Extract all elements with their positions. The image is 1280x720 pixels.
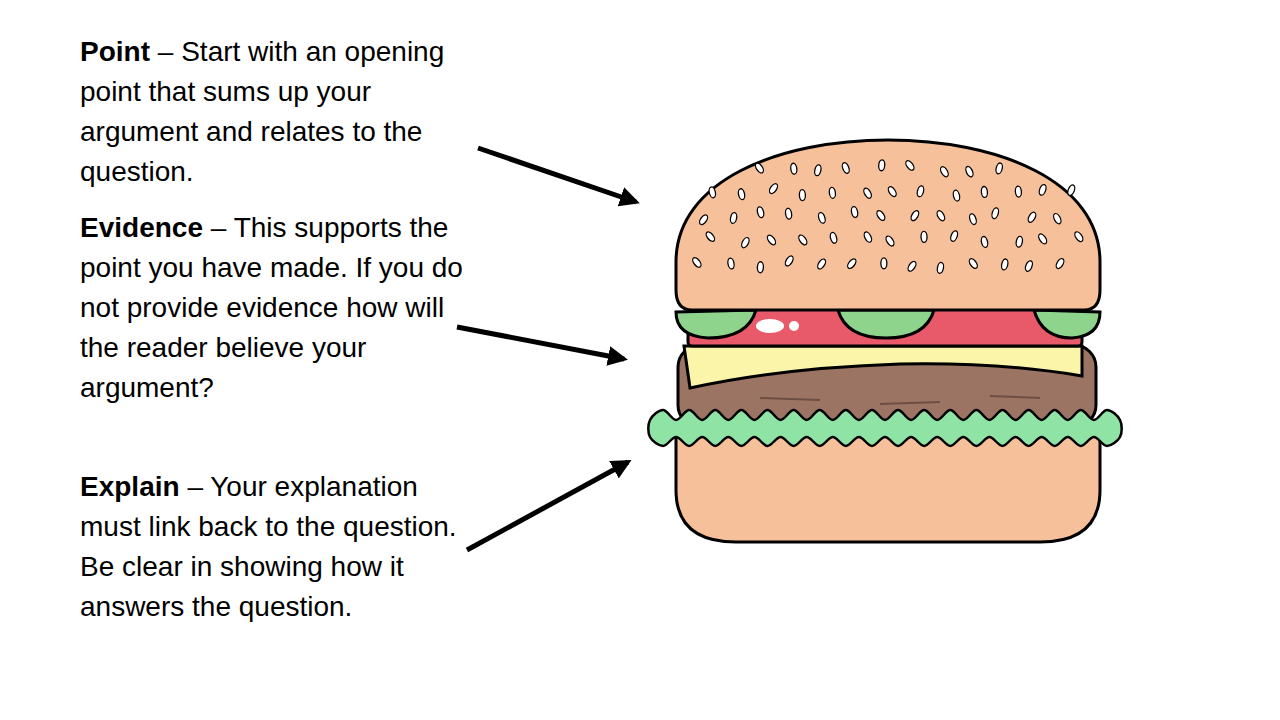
sesame-seed — [829, 232, 838, 244]
top-bun — [676, 140, 1100, 310]
sesame-seeds — [691, 159, 1084, 274]
leader-arrow — [467, 462, 628, 550]
sesame-seed — [1067, 184, 1077, 196]
sesame-seed — [939, 165, 950, 178]
sesame-seed — [784, 255, 795, 268]
sesame-seed — [816, 258, 827, 271]
sesame-seed — [730, 212, 738, 224]
sesame-seed — [964, 165, 974, 178]
leader-arrow — [457, 327, 624, 359]
cucumber-slice — [676, 310, 756, 338]
sesame-seed — [968, 213, 977, 225]
section-heading: Explain — [80, 471, 180, 502]
tomato-shine — [789, 321, 799, 331]
sesame-seed — [907, 260, 918, 272]
sesame-seed — [698, 214, 709, 226]
section-heading: Evidence — [80, 212, 203, 243]
sesame-seed — [991, 207, 1000, 219]
sesame-seed — [754, 162, 765, 174]
sesame-seed — [740, 236, 750, 249]
tomato-shine — [756, 319, 784, 333]
sesame-seed — [1055, 257, 1066, 270]
sesame-seed — [981, 186, 988, 197]
sesame-seed — [1038, 184, 1047, 196]
sesame-seed — [1027, 211, 1038, 224]
lettuce — [648, 410, 1121, 446]
sesame-seed — [737, 188, 745, 200]
cheese — [684, 346, 1082, 388]
section-heading: Point — [80, 36, 150, 67]
sesame-seed — [851, 206, 859, 218]
sesame-seed — [1001, 258, 1009, 270]
sesame-seed — [841, 162, 851, 174]
sesame-seed — [968, 257, 979, 269]
sesame-seed — [878, 160, 885, 171]
sesame-seed — [936, 209, 947, 222]
sesame-seed — [829, 187, 836, 199]
cucumber-slice — [1034, 310, 1100, 338]
sesame-seed — [904, 159, 915, 171]
sesame-seed — [952, 190, 960, 202]
sesame-seed — [980, 236, 988, 248]
patty-texture — [760, 396, 1040, 404]
sesame-seed — [887, 185, 898, 197]
sesame-seed — [790, 163, 797, 175]
sesame-seed — [881, 258, 887, 269]
sesame-seed — [756, 206, 765, 218]
sesame-seed — [1015, 186, 1022, 197]
sesame-seed — [797, 234, 808, 246]
sesame-seed — [884, 235, 895, 247]
sesame-seed — [936, 262, 944, 274]
sesame-seed — [705, 230, 717, 242]
text-block: Evidence– This supports the point you ha… — [80, 208, 475, 408]
text-block: Point– Start with an opening point that … — [80, 32, 475, 192]
sesame-seed — [863, 231, 873, 244]
sesame-seed — [691, 256, 702, 268]
sesame-seed — [910, 209, 921, 222]
sesame-seed — [862, 187, 873, 200]
sesame-seed — [766, 234, 777, 246]
sesame-seed — [727, 258, 735, 270]
sesame-seed — [708, 186, 716, 198]
sesame-seed — [949, 230, 958, 242]
sesame-seed — [817, 212, 826, 224]
sesame-seed — [1052, 212, 1062, 225]
sesame-seed — [785, 208, 793, 220]
sesame-seed — [995, 162, 1003, 174]
sesame-seed — [757, 262, 763, 273]
sesame-seed — [1024, 260, 1034, 272]
leader-arrow — [478, 148, 636, 202]
sesame-seed — [875, 209, 886, 221]
sesame-seed — [1073, 230, 1084, 242]
sesame-seed — [1015, 236, 1023, 248]
sesame-seed — [1037, 233, 1048, 245]
sesame-seed — [846, 257, 857, 269]
sesame-seed — [799, 189, 805, 200]
sesame-seed — [921, 231, 927, 242]
bottom-bun — [676, 432, 1100, 542]
sesame-seed — [768, 182, 779, 194]
text-block: Explain– Your explanation must link back… — [80, 467, 475, 627]
sesame-seed — [916, 185, 925, 197]
cucumber-slice — [838, 310, 934, 338]
sesame-seed — [814, 164, 822, 176]
